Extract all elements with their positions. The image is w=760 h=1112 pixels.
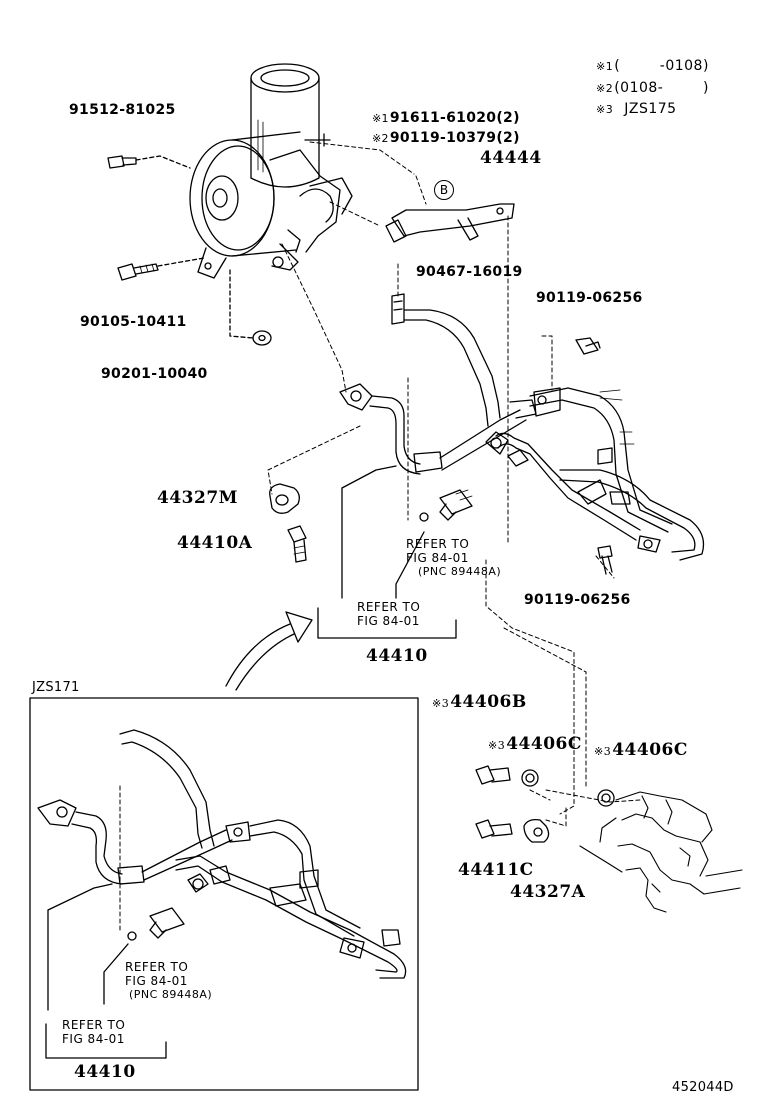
union-bolt-44410A xyxy=(287,525,307,563)
power-steering-pump-illustration xyxy=(189,63,353,279)
reference-bracket-lines xyxy=(317,465,457,639)
bolt-90105-10411 xyxy=(117,263,159,281)
part-number-91512-81025[interactable]: 91512-81025 xyxy=(69,102,176,118)
inset-reference-brackets xyxy=(45,883,167,1059)
part-number-44406C-right[interactable]: ※344406C xyxy=(594,740,688,760)
part-number-44410[interactable]: 44410 xyxy=(366,646,428,666)
union-bolt-44411C xyxy=(475,819,513,839)
part-number-44411C[interactable]: 44411C xyxy=(458,860,534,880)
part-number-44406B[interactable]: ※344406B xyxy=(432,692,527,712)
bolt-90119-06256-lower xyxy=(597,545,613,575)
union-bolt-44406B xyxy=(475,765,511,785)
bolt-91512-81025 xyxy=(107,155,137,169)
refer-to-fig-84-01-switch[interactable]: REFER TO FIG 84-01 (PNC 89448A) xyxy=(406,537,502,578)
part-number-44444[interactable]: 44444 xyxy=(480,148,542,168)
part-number-91611-61020[interactable]: ※191611-61020(2) xyxy=(372,110,520,126)
clip-44327A xyxy=(523,818,550,843)
pressure-switch xyxy=(419,489,473,522)
part-number-90119-10379[interactable]: ※290119-10379(2) xyxy=(372,130,520,146)
part-number-44327M[interactable]: 44327M xyxy=(157,488,238,508)
footnote-2: ※2(0108- ) xyxy=(596,80,709,96)
part-number-90105-10411[interactable]: 90105-10411 xyxy=(80,314,187,330)
steering-gear-fragment xyxy=(579,791,743,913)
catalog-number: 452044D xyxy=(672,1080,734,1095)
gasket-44406C-left xyxy=(521,769,539,787)
part-number-90119-06256-upper[interactable]: 90119-06256 xyxy=(536,290,643,306)
part-number-44410A[interactable]: 44410A xyxy=(177,533,253,553)
inset-refer-to-fig-84-01-hose[interactable]: REFER TO FIG 84-01 xyxy=(62,1018,126,1046)
inset-hose-assembly xyxy=(37,729,407,979)
part-number-90119-06256-lower[interactable]: 90119-06256 xyxy=(524,592,631,608)
inset-pressure-switch xyxy=(127,907,185,941)
gasket-44406C-right xyxy=(597,789,615,807)
pressure-hose-assembly xyxy=(339,203,705,561)
part-number-90467-16019[interactable]: 90467-16019 xyxy=(416,264,523,280)
refer-to-fig-84-01-hose[interactable]: REFER TO FIG 84-01 xyxy=(357,600,421,628)
washer-90201-10040 xyxy=(252,330,272,346)
inset-label-jzs171: JZS171 xyxy=(32,680,80,695)
curved-arrow xyxy=(225,611,313,691)
inset-frame xyxy=(29,697,419,1091)
reference-mark-b: B xyxy=(434,180,454,200)
part-number-44406C-left[interactable]: ※344406C xyxy=(488,734,582,754)
part-number-44327A[interactable]: 44327A xyxy=(510,882,586,902)
clip-44327M xyxy=(269,483,300,514)
leader-line xyxy=(135,155,191,169)
inset-refer-to-fig-84-01-switch[interactable]: REFER TO FIG 84-01 (PNC 89448A) xyxy=(125,960,213,1001)
part-number-90201-10040[interactable]: 90201-10040 xyxy=(101,366,208,382)
dashed-leader-lines xyxy=(267,141,641,827)
footnote-1: ※1( -0108) xyxy=(596,58,709,74)
inset-part-number-44410[interactable]: 44410 xyxy=(74,1062,136,1082)
bolt-90119-06256-upper xyxy=(575,337,601,355)
